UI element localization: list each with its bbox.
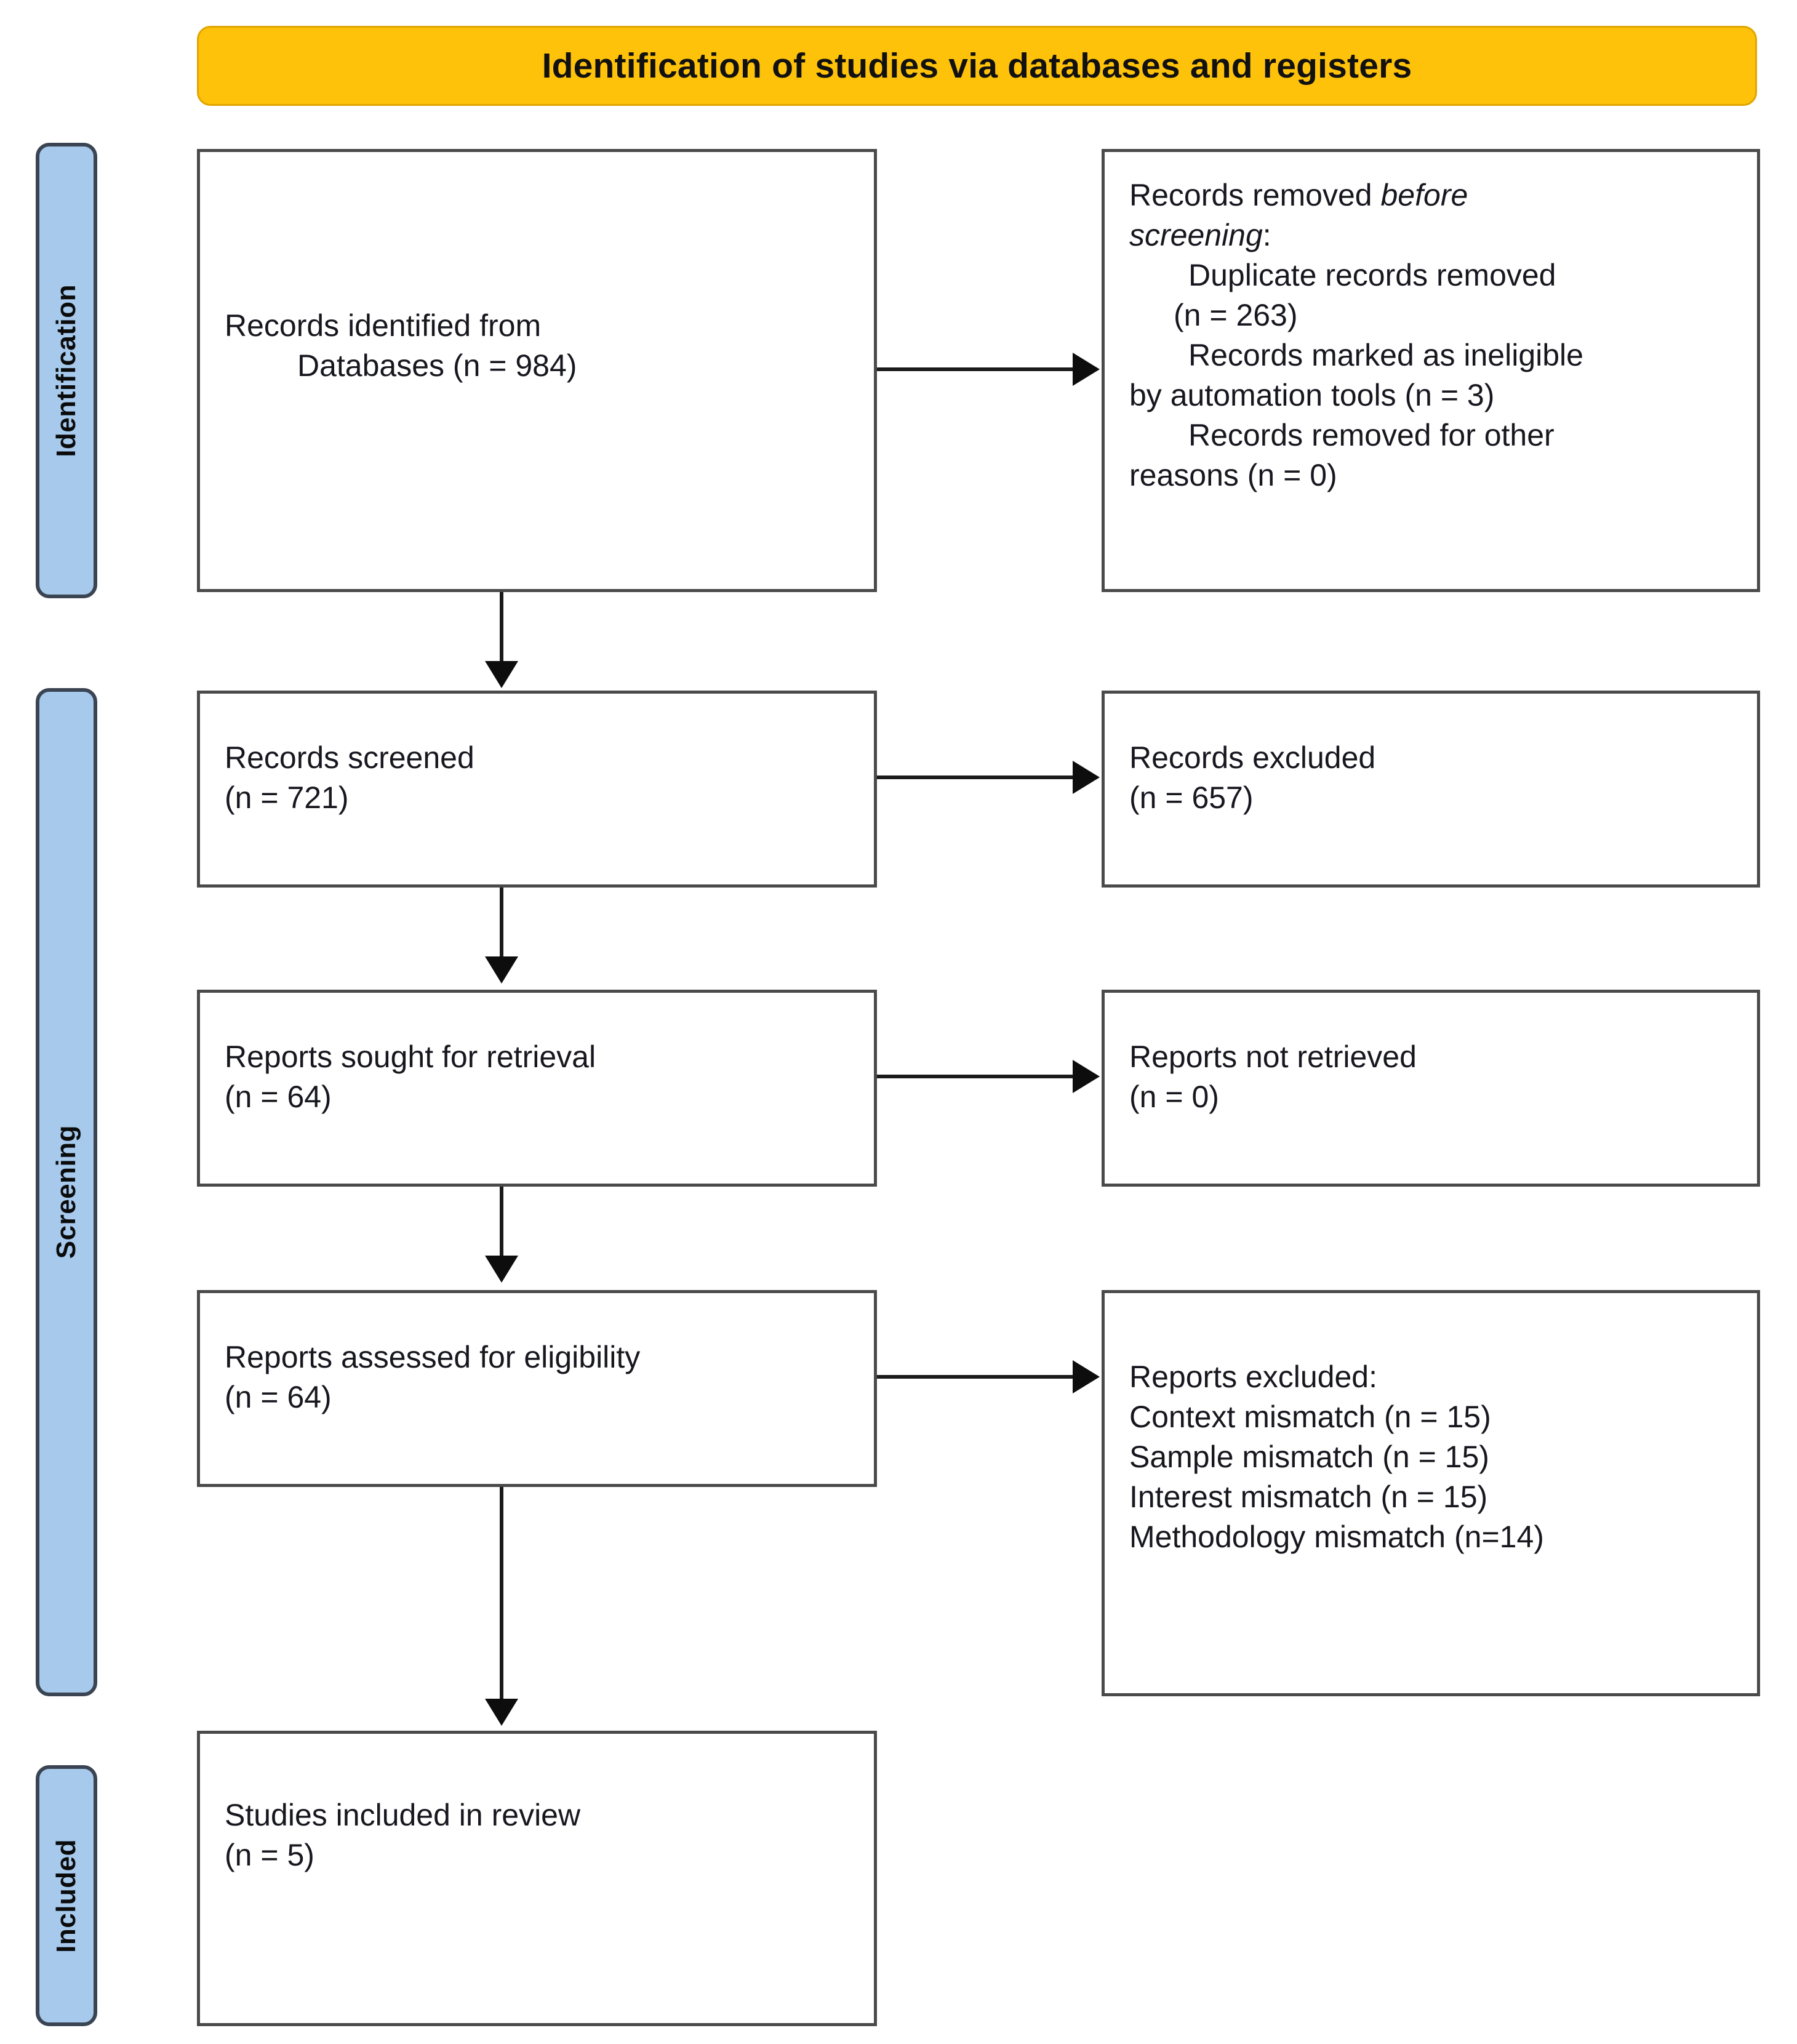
diagram-header-banner: Identification of studies via databases … [197,26,1757,106]
stage-rail-screening: Screening [36,688,97,1696]
box-reports-excluded: Reports excluded: Context mismatch (n = … [1102,1290,1760,1696]
box-records-screened: Records screened (n = 721) [197,691,877,888]
arrow-assessed-to-reports-excluded-line [877,1375,1074,1379]
records-screened-line-1: Records screened [225,740,474,775]
records-excluded-line-1: Records excluded [1129,740,1376,775]
stage-rail-included-label: Included [51,1838,81,1953]
records-removed-italic-before: before [1380,178,1468,212]
reports-not-retrieved-line-1: Reports not retrieved [1129,1040,1417,1074]
reports-sought-line-2: (n = 64) [225,1080,332,1114]
records-removed-prefix: Records removed [1129,178,1381,212]
arrow-screened-to-sought-head [485,956,518,984]
arrow-assessed-to-included-head [485,1699,518,1726]
records-excluded-line-2: (n = 657) [1129,780,1254,815]
arrow-identified-to-removed-head [1073,353,1100,386]
arrow-identified-to-screened-line [500,592,503,667]
stage-rail-identification-label: Identification [51,284,81,457]
box-studies-included-in-review: Studies included in review (n = 5) [197,1731,877,2026]
box-reports-sought-for-retrieval: Reports sought for retrieval (n = 64) [197,990,877,1187]
arrow-sought-to-assessed-head [485,1256,518,1283]
arrow-identified-to-screened-head [485,661,518,688]
reports-assessed-line-1: Reports assessed for eligibility [225,1340,641,1374]
records-removed-colon: : [1262,218,1271,252]
box-reports-not-retrieved: Reports not retrieved (n = 0) [1102,990,1760,1187]
box-records-removed-before-screening: Records removed before screening: Duplic… [1102,149,1760,592]
records-removed-line-4: (n = 263) [1174,298,1298,332]
stage-rail-included: Included [36,1765,97,2026]
records-identified-line-1: Records identified from [225,308,542,343]
arrow-assessed-to-included-line [500,1487,503,1704]
stage-rail-screening-label: Screening [51,1125,81,1259]
records-removed-line-6: by automation tools (n = 3) [1129,378,1495,412]
arrow-screened-to-excluded-line [877,776,1074,779]
box-records-identified: Records identified from Databases (n = 9… [197,149,877,592]
records-identified-line-2: Databases (n = 984) [297,348,577,383]
reports-excluded-line-1: Reports excluded: [1129,1360,1378,1394]
records-removed-line-7: Records removed for other [1188,418,1555,452]
arrow-sought-to-not-retrieved-line [877,1075,1074,1078]
records-removed-italic-screening: screening [1129,218,1263,252]
reports-excluded-line-5: Methodology mismatch (n=14) [1129,1520,1544,1554]
box-records-excluded: Records excluded (n = 657) [1102,691,1760,888]
stage-rail-identification: Identification [36,143,97,598]
diagram-title: Identification of studies via databases … [542,46,1412,86]
studies-included-line-2: (n = 5) [225,1838,314,1872]
studies-included-line-1: Studies included in review [225,1798,581,1832]
records-removed-line-5: Records marked as ineligible [1188,338,1583,372]
reports-excluded-line-3: Sample mismatch (n = 15) [1129,1440,1489,1474]
box-reports-assessed-for-eligibility: Reports assessed for eligibility (n = 64… [197,1290,877,1487]
reports-excluded-line-4: Interest mismatch (n = 15) [1129,1480,1488,1514]
arrow-sought-to-not-retrieved-head [1073,1060,1100,1093]
records-removed-line-3: Duplicate records removed [1188,258,1556,292]
records-removed-line-1: Records removed before [1129,175,1741,215]
arrow-screened-to-sought-line [500,888,503,963]
records-removed-line-2: screening: [1129,215,1741,255]
reports-not-retrieved-line-2: (n = 0) [1129,1080,1219,1114]
arrow-sought-to-assessed-line [500,1187,503,1262]
arrow-assessed-to-reports-excluded-head [1073,1360,1100,1393]
arrow-identified-to-removed-line [877,367,1074,371]
records-removed-line-8: reasons (n = 0) [1129,458,1337,492]
reports-assessed-line-2: (n = 64) [225,1380,332,1414]
arrow-screened-to-excluded-head [1073,761,1100,794]
reports-excluded-line-2: Context mismatch (n = 15) [1129,1400,1491,1434]
reports-sought-line-1: Reports sought for retrieval [225,1040,596,1074]
records-screened-line-2: (n = 721) [225,780,349,815]
